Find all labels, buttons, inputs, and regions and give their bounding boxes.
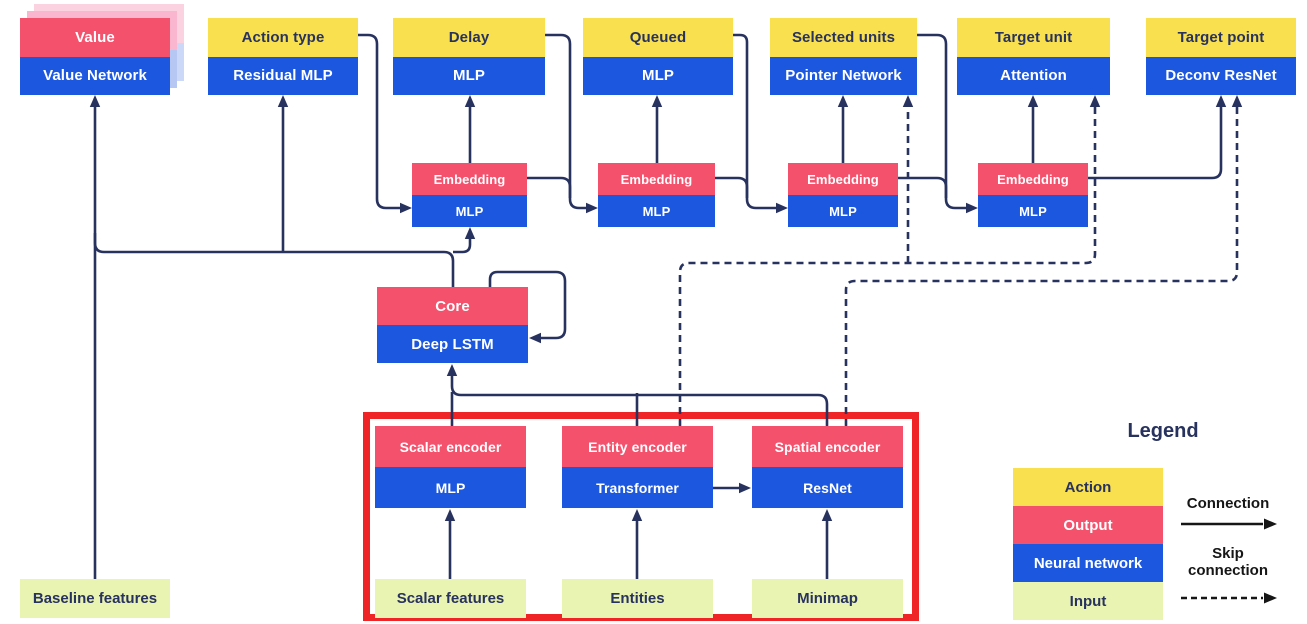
edge-embedding-1-to-delay-arrowhead-icon [464,95,476,107]
edge-entity-skip-to-attention [678,105,1097,426]
node-delay-bottom-label: MLP [393,56,545,95]
node-embedding-1-bottom-label: MLP [412,195,527,227]
edge-embedding-4-to-deconv-resnet [1088,105,1223,180]
node-embedding-4-top-label: Embedding [978,163,1088,195]
edge-spatial-skip-to-deconv-resnet-arrowhead-icon [1231,95,1243,107]
node-baseline-features: Baseline features [20,579,170,618]
edge-delay-to-embedding-2-arrowhead-icon [586,202,598,214]
edge-selected-units-to-embedding-4 [917,33,968,210]
node-target-unit-top-label: Target unit [957,18,1110,57]
edge-embedding-3-to-pointer-network-arrowhead-icon [837,95,849,107]
node-scalar-features: Scalar features [375,579,526,618]
edge-core-to-embedding-1-arrowhead-icon [464,227,476,239]
node-entity-encoder-bottom-label: Transformer [562,467,713,508]
edge-embedding-1-out [527,176,572,198]
node-spatial-encoder-top-label: Spatial encoder [752,426,903,467]
edge-entity-skip-to-pointer-network-arrowhead-icon [902,95,914,107]
edge-entities-to-entity-encoder-arrowhead-icon [631,509,643,521]
node-embedding-4-bottom-label: MLP [978,195,1088,227]
node-embedding-2-top-label: Embedding [598,163,715,195]
node-entities: Entities [562,579,713,618]
node-selected-units-top-label: Selected units [770,18,917,57]
node-embedding-3-top-label: Embedding [788,163,898,195]
node-delay-top-label: Delay [393,18,545,57]
edge-embedding-3-out [898,176,948,198]
node-target-unit-bottom-label: Attention [957,56,1110,95]
edge-spatial-skip-to-deconv-resnet [844,105,1239,426]
edge-encoders-to-core [450,374,829,426]
edge-core-to-embedding-1 [453,237,472,254]
edge-action-type-to-embedding-1 [358,33,402,210]
node-core-bottom-label: Deep LSTM [377,325,528,363]
edge-queued-to-embedding-3 [733,33,778,210]
node-embedding-2-bottom-label: MLP [598,195,715,227]
node-core-top-label: Core [377,287,528,325]
node-target-point-bottom-label: Deconv ResNet [1146,56,1296,95]
edge-scalar-features-to-scalar-encoder-arrowhead-icon [444,509,456,521]
edge-transformer-to-resnet-arrowhead-icon [739,482,751,494]
node-embedding-3-bottom-label: MLP [788,195,898,227]
node-minimap: Minimap [752,579,903,618]
node-entity-encoder-top-label: Entity encoder [562,426,713,467]
node-selected-units-bottom-label: Pointer Network [770,56,917,95]
edge-delay-to-embedding-2 [545,33,588,210]
edge-core-to-left-branch [93,233,455,287]
edge-entity-skip-to-attention-arrowhead-icon [1089,95,1101,107]
edge-core-to-residual-mlp-arrowhead-icon [277,95,289,107]
node-embedding-1-top-label: Embedding [412,163,527,195]
node-scalar-encoder-bottom-label: MLP [375,467,526,508]
edge-embedding-4-to-attention-arrowhead-icon [1027,95,1039,107]
node-value-top-label: Value [20,18,170,57]
edge-queued-to-embedding-3-arrowhead-icon [776,202,788,214]
node-queued-bottom-label: MLP [583,56,733,95]
edge-embedding-2-to-queued-arrowhead-icon [651,95,663,107]
node-value-bottom-label: Value Network [20,56,170,95]
node-queued-top-label: Queued [583,18,733,57]
node-action-type-top-label: Action type [208,18,358,57]
edge-selected-units-to-embedding-4-arrowhead-icon [966,202,978,214]
edge-core-recurrent-loop-arrowhead-icon [529,332,541,344]
node-target-point-top-label: Target point [1146,18,1296,57]
edge-action-type-to-embedding-1-arrowhead-icon [400,202,412,214]
edge-embedding-2-out [715,176,749,198]
edge-baseline-to-value-network-arrowhead-icon [89,95,101,107]
edge-encoders-to-core-arrowhead-icon [446,364,458,376]
node-scalar-encoder-top-label: Scalar encoder [375,426,526,467]
edge-core-recurrent-loop [488,270,567,340]
node-spatial-encoder-bottom-label: ResNet [752,467,903,508]
edge-minimap-to-spatial-encoder-arrowhead-icon [821,509,833,521]
edge-embedding-4-to-deconv-resnet-arrowhead-icon [1215,95,1227,107]
node-action-type-bottom-label: Residual MLP [208,56,358,95]
